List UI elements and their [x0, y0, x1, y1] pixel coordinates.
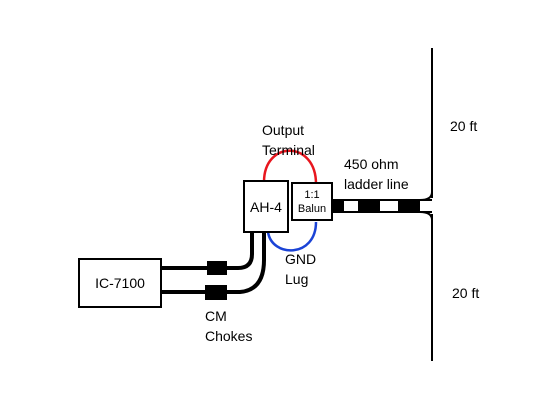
dipole-bottom-length-label: 20 ft	[452, 285, 480, 301]
ic-7100-radio: IC-7100	[78, 258, 162, 308]
dipole-feedpoint	[419, 211, 433, 221]
balun-label: Balun	[297, 202, 327, 215]
output-terminal-wire	[262, 149, 318, 185]
balun-ratio: 1:1	[304, 188, 320, 201]
radio-label: IC-7100	[95, 275, 145, 291]
ladder-line-label: 450 ohm ladder line	[344, 156, 409, 192]
dipole-feedpoint	[419, 191, 433, 201]
dipole-top-length-label: 20 ft	[450, 118, 478, 134]
ladder-line-spacer	[398, 200, 420, 212]
coax-cable-lower	[160, 232, 266, 294]
tuner-label: AH-4	[250, 198, 282, 215]
ladder-line-spacer	[358, 200, 380, 212]
coax-cable-upper	[160, 232, 254, 270]
cm-chokes-label: CM Chokes	[205, 308, 253, 344]
gnd-lug-label: GND Lug	[285, 251, 317, 287]
balun: 1:1 Balun	[291, 182, 333, 221]
gnd-lug-wire	[266, 221, 318, 252]
cm-choke-upper	[207, 261, 227, 275]
cm-choke-lower	[205, 285, 227, 300]
ladder-line-spacer	[332, 200, 344, 212]
output-terminal-label: Output Terminal	[262, 122, 315, 158]
ah-4-tuner: AH-4	[243, 180, 289, 233]
